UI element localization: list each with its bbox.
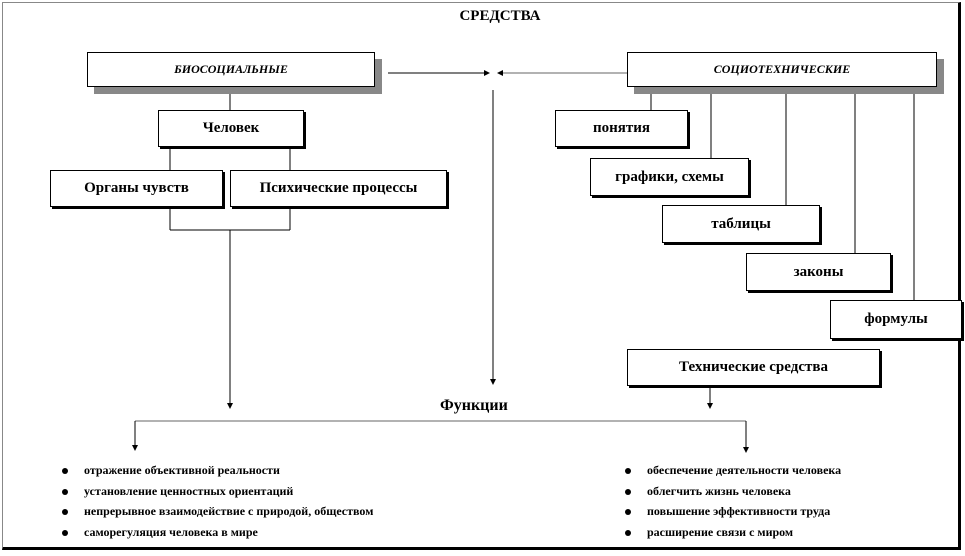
formulas-box: формулы — [830, 300, 962, 339]
technical-means-box: Технические средства — [627, 349, 880, 386]
list-item: установление ценностных ориентаций — [62, 484, 373, 505]
senses-box: Органы чувств — [50, 170, 223, 207]
list-item: повышение эффективности труда — [625, 504, 841, 525]
list-item: расширение связи с миром — [625, 525, 841, 546]
functions-heading: Функции — [440, 397, 508, 414]
list-item: обеспечение деятельности человека — [625, 463, 841, 484]
list-item: непрерывное взаимодействие с природой, о… — [62, 504, 373, 525]
right-function-list: обеспечение деятельности человека облегч… — [625, 463, 841, 545]
concepts-box: понятия — [555, 110, 688, 147]
list-item: саморегуляция человека в мире — [62, 525, 373, 546]
mental-processes-box: Психические процессы — [230, 170, 447, 207]
list-item: отражение объективной реальности — [62, 463, 373, 484]
laws-box: законы — [746, 253, 891, 291]
sociotech-box: СОЦИОТЕХНИЧЕСКИЕ — [627, 52, 937, 87]
list-item: облегчить жизнь человека — [625, 484, 841, 505]
graphs-box: графики, схемы — [590, 158, 749, 196]
tables-box: таблицы — [662, 205, 820, 243]
left-function-list: отражение объективной реальности установ… — [62, 463, 373, 545]
human-box: Человек — [158, 110, 304, 147]
biosocial-box: БИОСОЦИАЛЬНЫЕ — [87, 52, 375, 87]
diagram-title: СРЕДСТВА — [459, 8, 541, 24]
outer-frame — [2, 2, 961, 550]
